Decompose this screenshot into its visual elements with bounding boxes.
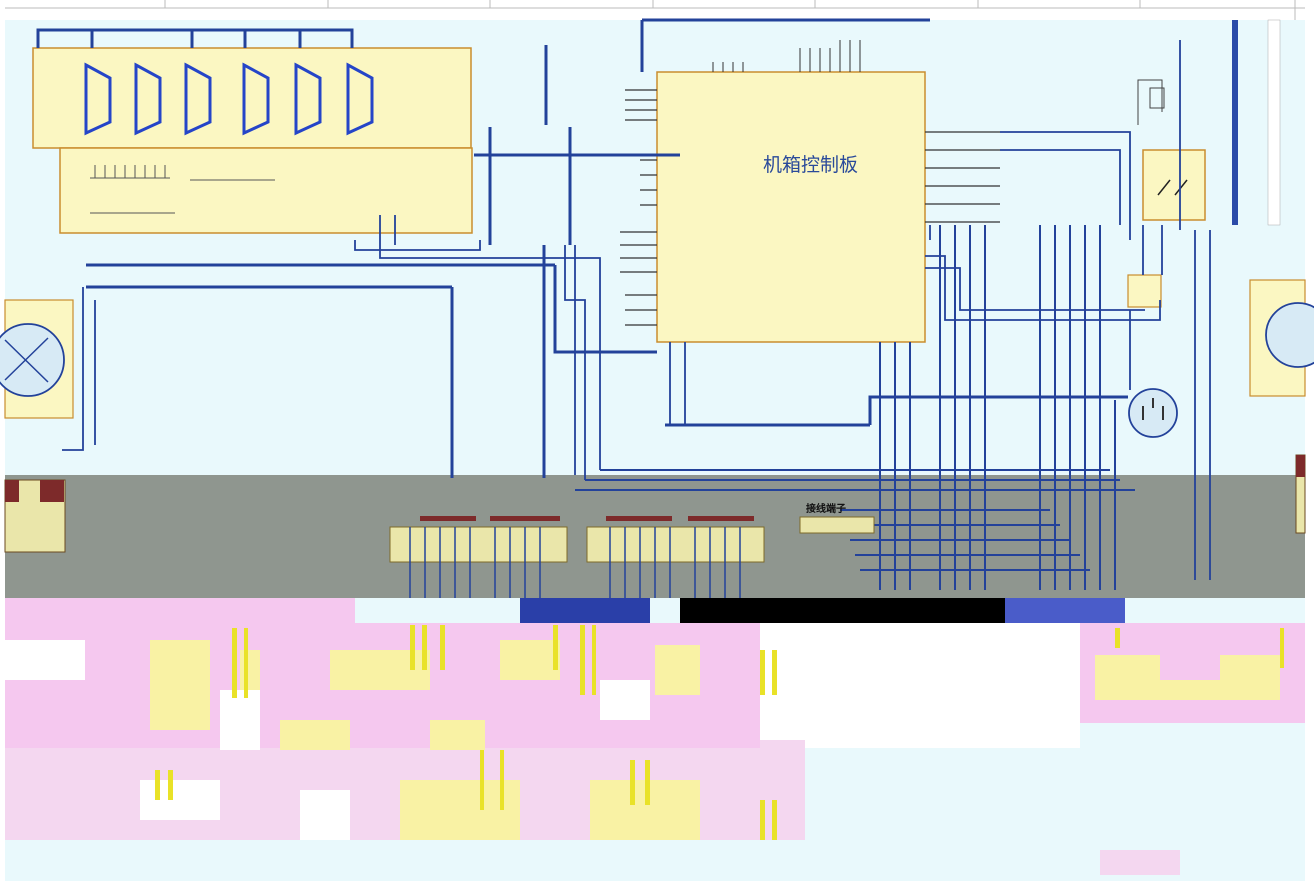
board-title: 机箱控制板 bbox=[763, 154, 858, 176]
relay-switch-panel bbox=[1142, 149, 1206, 221]
left-panel-pins bbox=[90, 165, 275, 214]
noise-stripes bbox=[155, 625, 1284, 840]
socket-icon bbox=[1128, 388, 1178, 438]
right-side-column bbox=[1232, 19, 1281, 226]
diode-icon bbox=[84, 62, 374, 136]
fan-icon bbox=[1265, 302, 1314, 368]
left-power-module bbox=[4, 479, 66, 553]
board-right-pins bbox=[925, 131, 1000, 223]
terminal-strip-left bbox=[389, 516, 568, 563]
board-left-pins bbox=[620, 89, 657, 326]
left-control-panel bbox=[59, 147, 473, 234]
terminal-pins bbox=[409, 527, 741, 598]
wiring bbox=[86, 18, 1128, 478]
relay-switch-icon bbox=[1157, 179, 1188, 196]
lower-horizontal-wires bbox=[575, 469, 1135, 571]
frame-top-border bbox=[5, 0, 1305, 20]
terminal-block bbox=[799, 516, 875, 534]
terminal-block-label: 接线端子 bbox=[806, 502, 846, 515]
board-top-pins bbox=[712, 40, 861, 72]
chassis-control-board bbox=[656, 71, 926, 343]
relay-module bbox=[1127, 274, 1162, 308]
diode-bank-bus bbox=[36, 28, 354, 48]
top-right-connector bbox=[1137, 79, 1165, 125]
thin-wiring bbox=[62, 40, 1211, 580]
right-power-module bbox=[1295, 454, 1306, 534]
diode-bank-panel bbox=[32, 47, 472, 149]
fan-icon bbox=[0, 323, 65, 397]
corrupted-image-region bbox=[5, 598, 1305, 881]
terminal-strip-middle bbox=[586, 516, 765, 563]
vertical-bus-lines bbox=[879, 225, 1116, 590]
